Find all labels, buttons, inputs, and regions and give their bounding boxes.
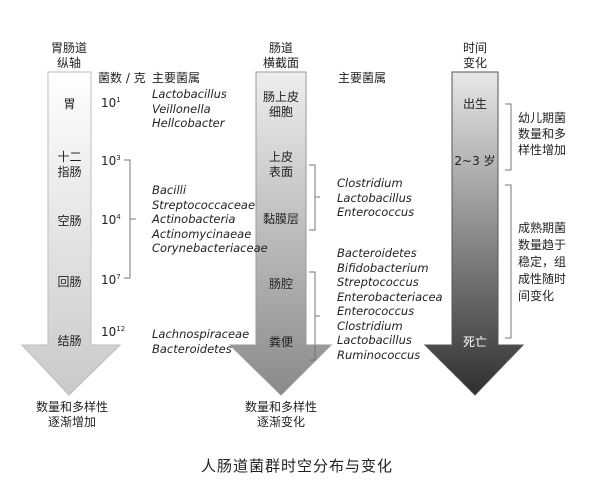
time-arrow <box>423 71 525 396</box>
surface-bracket <box>309 164 320 231</box>
col2-title-line2: 横截面 <box>262 56 299 70</box>
adult-note: 成熟期菌 数量趋于 稳定，组 成性随时 间变化 <box>518 220 566 305</box>
genus-item: Actinomycinaeae <box>152 226 252 241</box>
count-ileum: 107 <box>101 273 121 287</box>
count-jejunum: 104 <box>101 213 121 227</box>
infant-note-line: 样性增加 <box>518 143 567 157</box>
adult-note-line: 间变化 <box>518 289 555 303</box>
col3-title: 时间 变化 <box>448 41 502 71</box>
count-exp: 12 <box>116 325 126 333</box>
count-exp: 1 <box>116 96 121 104</box>
count-stomach: 101 <box>101 96 121 110</box>
genus-item: Bacteroidetes <box>337 246 417 260</box>
count-base: 10 <box>101 273 117 287</box>
genus-item: Enterobacteriacea <box>337 289 443 304</box>
col1-bottom-caption: 数量和多样性 逐渐增加 <box>22 400 122 430</box>
adult-note-line: 成熟期菌 <box>518 221 567 235</box>
count-exp: 4 <box>116 213 121 221</box>
genus-item: Clostridium <box>337 176 403 190</box>
count-exp: 3 <box>116 154 121 162</box>
stage-birth: 出生 <box>462 97 487 111</box>
genera-small-intestine: Bacilli Streptococcaceae Actinobacteria … <box>152 183 268 256</box>
genus-item: Bifidobacterium <box>337 260 429 275</box>
longitudinal-arrow <box>20 71 122 396</box>
lumen-bracket <box>309 271 320 361</box>
count-header: 菌数 / 克 <box>98 71 146 85</box>
stage-2-3-years: 2~3 岁 <box>454 154 496 168</box>
genera-stomach: Lactobacillus Veillonella Hellcobacter <box>152 87 227 131</box>
stage-death: 死亡 <box>462 335 487 349</box>
genus-item: Clostridium <box>337 318 403 333</box>
small-intestine-bracket <box>124 159 136 279</box>
infant-bracket <box>505 103 512 171</box>
genus-item: Lactobacillus <box>337 190 412 205</box>
site-feces: 粪便 <box>268 335 293 349</box>
genera-surface: Clostridium Lactobacillus Enterococcus <box>337 176 414 220</box>
col2-bottom-caption: 数量和多样性 逐渐变化 <box>231 400 331 430</box>
col2-title-line1: 肠道 <box>268 41 293 55</box>
col1-genus-header: 主要菌属 <box>152 71 201 85</box>
count-colon: 1012 <box>101 325 125 339</box>
col3-title-line2: 变化 <box>462 56 487 70</box>
genus-item: Streptococcaceae <box>152 197 256 212</box>
genus-item: Veillonella <box>152 101 211 116</box>
site-jejunum: 空肠 <box>57 214 82 228</box>
col2-genus-header: 主要菌属 <box>338 71 387 85</box>
col1-bottom-line1: 数量和多样性 <box>35 400 108 414</box>
col2-bottom-line1: 数量和多样性 <box>244 400 317 414</box>
col2-bottom-line2: 逐渐变化 <box>256 415 305 429</box>
site-colon: 结肠 <box>57 334 82 348</box>
adult-bracket <box>505 184 512 339</box>
site-ileum: 回肠 <box>57 275 82 289</box>
diagram-title: 人肠道菌群时空分布与变化 <box>200 457 393 475</box>
col1-title: 胃肠道 纵轴 <box>43 41 95 71</box>
infant-note: 幼儿期菌 数量和多 样性增加 <box>518 110 566 158</box>
col3-title-line1: 时间 <box>462 41 487 55</box>
count-base: 10 <box>101 154 117 168</box>
site-epithelial-cells: 肠上皮 细胞 <box>262 90 299 119</box>
genus-item: Corynebacteriaceae <box>152 241 268 255</box>
genera-lumen: Bacteroidetes Bifidobacterium Streptococ… <box>337 246 443 362</box>
site-lumen: 肠腔 <box>268 277 293 291</box>
col1-title-line2: 纵轴 <box>56 56 81 70</box>
col1-bottom-line2: 逐渐增加 <box>47 415 96 429</box>
genus-item: Enterococcus <box>337 304 415 318</box>
genus-item: Hellcobacter <box>152 116 225 130</box>
count-base: 10 <box>101 213 117 227</box>
adult-note-line: 成性随时 <box>518 272 567 286</box>
site-mucus-layer: 黏膜层 <box>262 212 299 226</box>
count-duodenum: 103 <box>101 154 121 168</box>
genus-item: Actinobacteria <box>152 212 236 226</box>
infant-note-line: 幼儿期菌 <box>518 111 567 125</box>
genus-item: Bacilli <box>152 183 187 197</box>
genus-item: Streptococcus <box>337 275 419 289</box>
infant-note-line: 数量和多 <box>518 127 567 141</box>
site-duodenum: 十二 指肠 <box>57 150 82 179</box>
genus-item: Ruminococcus <box>337 347 421 362</box>
cross-section-arrow <box>228 71 333 396</box>
genus-item: Lactobacillus <box>337 333 412 347</box>
genera-colon: Lachnospiraceae Bacteroidetes <box>152 327 249 356</box>
adult-note-line: 稳定，组 <box>518 255 567 269</box>
site-stomach: 胃 <box>63 97 76 111</box>
count-exp: 7 <box>116 273 121 281</box>
genus-item: Enterococcus <box>337 205 415 219</box>
genus-item: Lactobacillus <box>152 87 227 101</box>
col2-title: 肠道 横截面 <box>252 41 310 71</box>
genus-item: Bacteroidetes <box>152 341 232 356</box>
genus-item: Lachnospiraceae <box>152 327 250 341</box>
adult-note-line: 数量趋于 <box>518 238 567 252</box>
count-base: 10 <box>101 325 117 339</box>
col1-title-line1: 胃肠道 <box>50 41 87 55</box>
site-epithelial-surface: 上皮 表面 <box>268 150 293 179</box>
count-base: 10 <box>101 96 117 110</box>
